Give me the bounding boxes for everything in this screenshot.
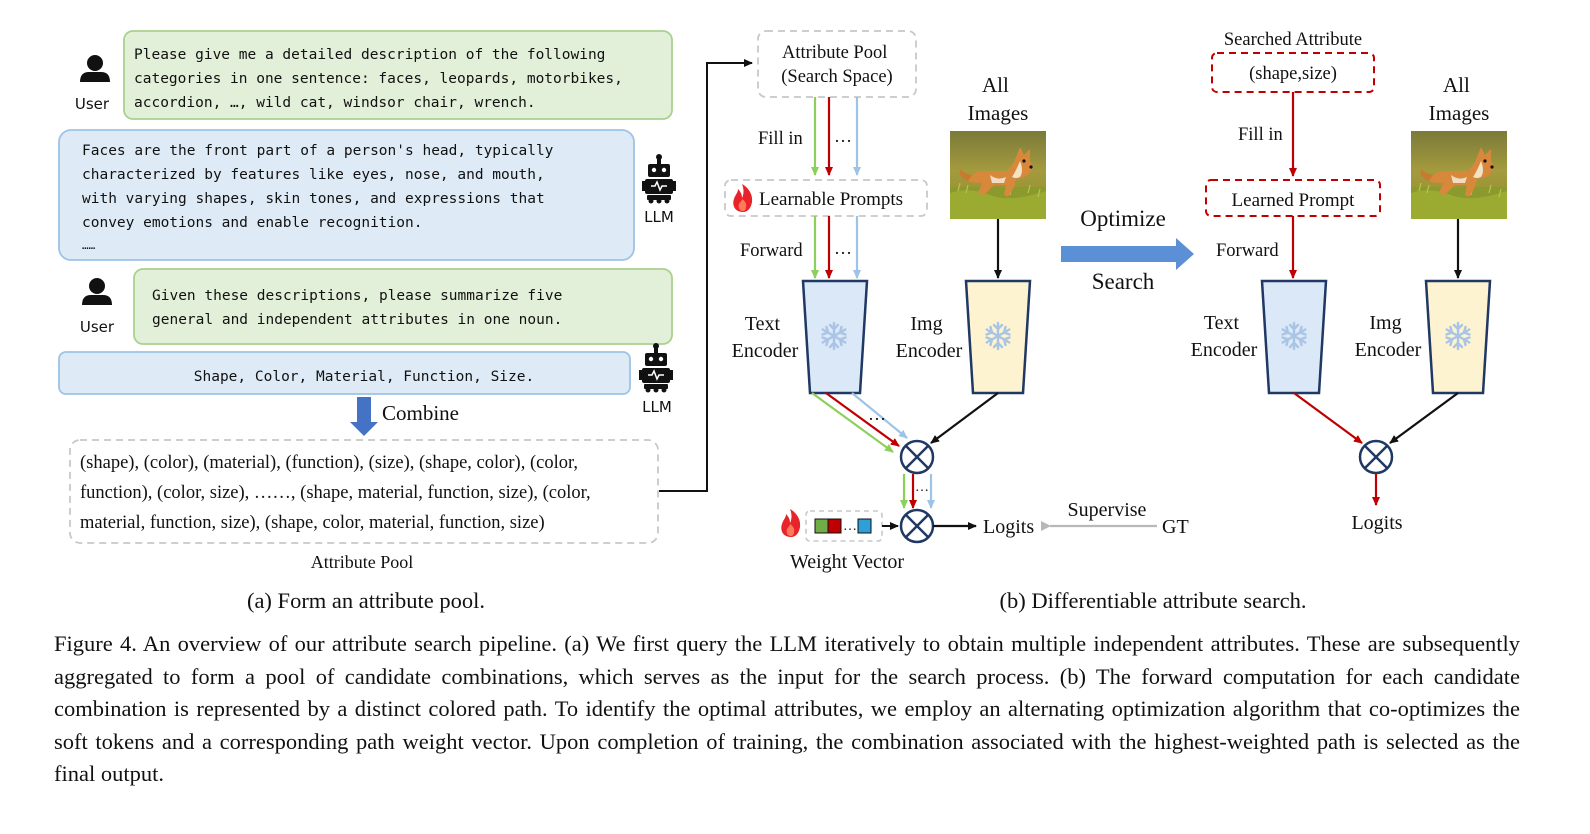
text-encoder-label: Text Encoder	[732, 313, 799, 362]
logit-ellipsis: …	[915, 480, 929, 495]
all-images-label-result: All Images	[1429, 73, 1490, 125]
img-feature-arrow	[930, 392, 999, 444]
weight-cell-green	[814, 518, 829, 534]
gt-label: GT	[1162, 516, 1189, 538]
llm-message-2: Shape, Color, Material, Function, Size.	[194, 369, 534, 385]
attribute-pool-search-space-label: Attribute Pool (Search Space)	[781, 43, 892, 87]
panel-b: Attribute Pool (Search Space) Fill in … …	[724, 30, 1194, 573]
optimize-label: Optimize	[1080, 206, 1166, 231]
searched-attribute-box	[1211, 52, 1375, 93]
user-message-bubble-2	[133, 268, 673, 345]
weight-cell-red	[827, 518, 842, 534]
text-feature-path-red-result	[1293, 392, 1363, 444]
attribute-pool-box	[69, 439, 659, 544]
user-label-2: User	[80, 318, 115, 336]
robot-icon	[641, 153, 677, 205]
attribute-search-diagram: User Please give me a detailed descripti…	[58, 30, 1508, 613]
fill-in-ellipsis: …	[834, 126, 852, 146]
panel-b-result: Searched Attribute (shape,size) Fill in …	[1000, 30, 1508, 613]
flame-icon	[781, 509, 801, 537]
optimize-search-arrow	[1061, 238, 1194, 270]
llm-message-bubble-2	[58, 351, 631, 395]
attribute-pool-text: (shape), (color), (material), (function)…	[80, 453, 595, 533]
multiply-node-2	[899, 508, 935, 544]
supervise-label: Supervise	[1068, 499, 1147, 521]
multiply-node-1	[899, 439, 935, 475]
user-message-2: Given these descriptions, please summari…	[152, 288, 571, 328]
multiply-node-result	[1358, 439, 1394, 475]
dog-image-result	[1410, 130, 1508, 220]
forward-label: Forward	[740, 241, 803, 261]
pool-to-search-space-arrow	[659, 59, 753, 492]
attribute-pool-search-space-box	[757, 30, 917, 98]
llm-message-bubble-1	[58, 129, 635, 261]
logits-label-result: Logits	[1351, 512, 1402, 534]
learnable-prompts-label: Learnable Prompts	[759, 189, 903, 210]
img-encoder-label-result: Img Encoder	[1355, 312, 1422, 361]
searched-attribute-title: Searched Attribute	[1224, 30, 1362, 50]
search-label: Search	[1092, 269, 1155, 294]
dog-image	[949, 130, 1047, 220]
logits-label: Logits	[983, 516, 1034, 538]
llm-label-2: LLM	[642, 398, 672, 416]
attribute-pool-label: Attribute Pool	[311, 552, 414, 572]
encoder-ellipsis: …	[868, 404, 886, 424]
user-icon	[80, 55, 110, 82]
img-feature-arrow-result	[1389, 392, 1459, 444]
img-encoder-label: Img Encoder	[896, 313, 963, 362]
subcaption-a: (a) Form an attribute pool.	[247, 588, 485, 613]
figure-caption: Figure 4. An overview of our attribute s…	[54, 631, 1520, 786]
searched-attribute-value: (shape,size)	[1249, 64, 1337, 84]
text-feature-path-blue	[851, 392, 908, 439]
weight-ellipsis: …	[843, 519, 857, 534]
user-message-bubble-1	[123, 30, 673, 120]
subcaption-b: (b) Differentiable attribute search.	[1000, 588, 1307, 613]
combine-arrow	[350, 397, 378, 436]
user-message-1: Please give me a detailed description of…	[134, 47, 632, 111]
combine-label: Combine	[382, 401, 459, 425]
fill-in-label-result: Fill in	[1238, 125, 1283, 145]
user-icon	[82, 278, 112, 305]
all-images-label: All Images	[968, 73, 1029, 125]
learned-prompt-label: Learned Prompt	[1232, 190, 1356, 211]
user-label-1: User	[75, 95, 110, 113]
learnable-prompts-box	[724, 179, 928, 217]
text-feature-path-green	[811, 392, 894, 453]
weight-vector-label: Weight Vector	[790, 551, 904, 573]
robot-icon	[638, 342, 674, 394]
weight-cell-blue	[857, 518, 872, 534]
text-encoder-label-result: Text Encoder	[1191, 312, 1258, 361]
fill-in-label: Fill in	[758, 129, 803, 149]
text-feature-path-red	[825, 392, 900, 447]
panel-a: User Please give me a detailed descripti…	[58, 30, 753, 613]
learned-prompt-box	[1205, 179, 1381, 217]
forward-ellipsis: …	[834, 238, 852, 258]
forward-label-result: Forward	[1216, 241, 1279, 261]
llm-message-1: Faces are the front part of a person's h…	[82, 143, 562, 252]
llm-label-1: LLM	[644, 208, 674, 226]
